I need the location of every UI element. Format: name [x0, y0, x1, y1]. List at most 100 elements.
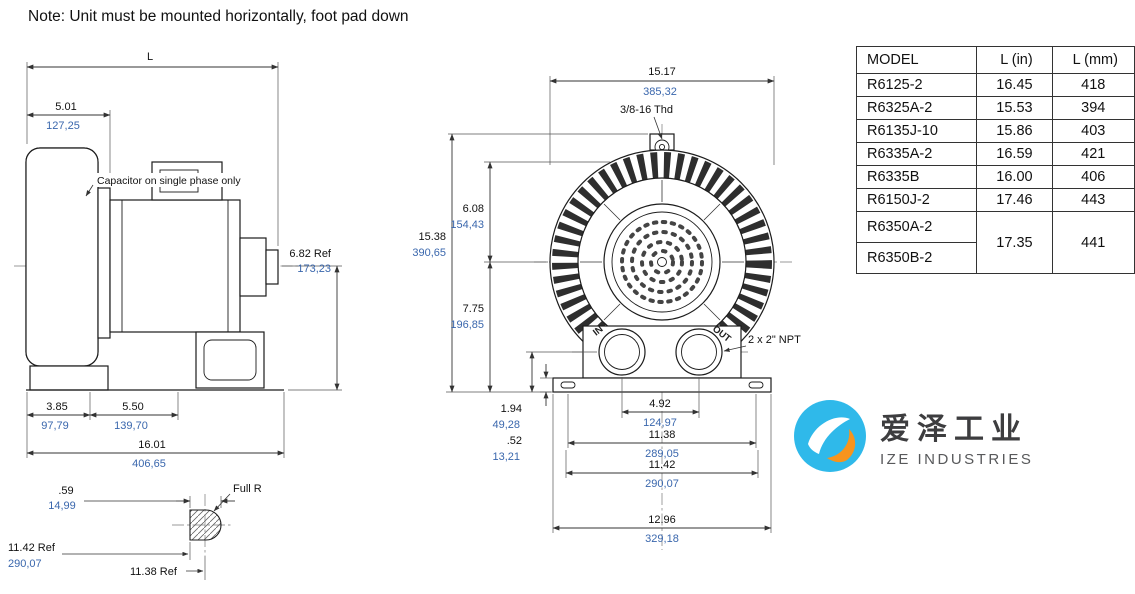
dim-12-96-mm: 329,18 [645, 533, 679, 545]
table-row: R6150J-2 17.46 443 [855, 188, 1135, 212]
table-row: R6335A-2 16.59 421 [855, 142, 1135, 166]
header-model: MODEL [855, 46, 978, 74]
logo-circle [794, 400, 866, 472]
dim-4-92-in: 4.92 [649, 398, 670, 410]
model-cell: R6350A-2 [855, 211, 978, 243]
mounting-slot-left [560, 381, 576, 389]
npt-label: 2 x 2" NPT [748, 334, 801, 346]
dim-0-52-mm: 13,21 [492, 451, 520, 463]
table-header-row: MODEL L (in) L (mm) [855, 46, 1135, 74]
mounting-note: Note: Unit must be mounted horizontally,… [28, 8, 409, 25]
dim-11-38-in: 11.38 [649, 429, 676, 441]
model-cell: R6350B-2 [855, 242, 978, 274]
table-row: R6350B-2 [855, 242, 1135, 274]
dim-0-59-in: .59 [58, 485, 73, 497]
dim-0-52-in: .52 [507, 435, 522, 447]
housing-ribs [580, 180, 744, 321]
ref-11-42-mm: 290,07 [8, 558, 42, 570]
dim-1-94-mm: 49,28 [492, 419, 520, 431]
l-mm-cell: 418 [1051, 73, 1135, 97]
l-in-cell: 15.86 [976, 119, 1053, 143]
logo-accent [827, 429, 856, 463]
dim-7-75-in: 7.75 [463, 303, 484, 315]
l-in-cell: 16.45 [976, 73, 1053, 97]
model-cell: R6335A-2 [855, 142, 978, 166]
dim-15-38-mm: 390,65 [412, 247, 446, 259]
ize-logo: 爱泽工业 IZE INDUSTRIES [792, 398, 1033, 474]
guard-holes [620, 220, 704, 304]
dim-5-01-in: 5.01 [55, 101, 76, 113]
dim-6-08-mm: 154,43 [450, 219, 484, 231]
header-l-in: L (in) [976, 46, 1053, 74]
model-cell: R6325A-2 [855, 96, 978, 120]
dim-3-85-in: 3.85 [46, 401, 67, 413]
l-mm-cell: 394 [1051, 96, 1135, 120]
foot-pad [29, 365, 109, 391]
foot-slot-detail: .59 14,99 Full R 11.42 Ref 290,07 11.38 … [8, 483, 262, 580]
mounting-slot-right [748, 381, 764, 389]
ize-logo-mark [794, 400, 866, 472]
logo-english-name: IZE INDUSTRIES [880, 451, 1034, 468]
l-mm-cell: 406 [1051, 165, 1135, 189]
model-length-table: MODEL L (in) L (mm) R6125-2 16.45 418 R6… [855, 46, 1135, 274]
l-mm-cell: 443 [1051, 188, 1135, 212]
side-view-dimensions: L 5.01 127,25 Capacitor on single phase … [26, 51, 342, 470]
dim-15-38-in: 15.38 [418, 231, 446, 243]
motor-flange [97, 187, 111, 339]
logo-text: 爱泽工业 IZE INDUSTRIES [880, 404, 1033, 468]
l-mm-cell: 421 [1051, 142, 1135, 166]
dim-6-82-mm: 173,23 [297, 263, 331, 275]
logo-chinese-name: 爱泽工业 [880, 413, 1028, 446]
front-view-dimensions: 3/8-16 Thd 2 x 2" NPT 15.17 385,32 15.38… [412, 66, 801, 545]
dim-1-94-in: 1.94 [501, 403, 522, 415]
model-cell: R6135J-10 [855, 119, 978, 143]
table-row: R6335B 16.00 406 [855, 165, 1135, 189]
l-in-cell: 16.00 [976, 165, 1053, 189]
dim-16-01-in: 16.01 [138, 439, 166, 451]
model-cell: R6125-2 [855, 73, 978, 97]
dim-L-label: L [147, 51, 153, 63]
dim-6-08-in: 6.08 [463, 203, 484, 215]
dim-4-92-mm: 124,97 [643, 417, 677, 429]
dim-6-82-in: 6.82 Ref [289, 248, 332, 260]
dim-15-17-in: 15.17 [648, 66, 676, 78]
motor-body [109, 199, 241, 333]
l-in-cell: 17.46 [976, 188, 1053, 212]
front-view: IN OUT [534, 124, 792, 550]
shaft-cap [265, 249, 279, 285]
dim-0-59-mm: 14,99 [48, 500, 76, 512]
dim-16-01-mm: 406,65 [132, 458, 166, 470]
dim-15-17-mm: 385,32 [643, 86, 677, 98]
table-row: R6135J-10 15.86 403 [855, 119, 1135, 143]
dim-12-96-in: 12.96 [648, 514, 676, 526]
logo-swoosh [808, 417, 850, 454]
table-row: R6350A-2 17.35 441 [855, 211, 1135, 274]
capacitor-note: Capacitor on single phase only [97, 175, 241, 187]
foot-slot-section [189, 509, 222, 541]
dim-5-50-mm: 139,70 [114, 420, 148, 432]
base-plate [552, 377, 772, 393]
table-row: R6125-2 16.45 418 [855, 73, 1135, 97]
l-mm-cell: 403 [1051, 119, 1135, 143]
model-cell: R6335B [855, 165, 978, 189]
l-in-cell: 15.53 [976, 96, 1053, 120]
motor-end-bell [239, 237, 267, 297]
model-cell: R6150J-2 [855, 188, 978, 212]
dim-11-42-mm: 290,07 [645, 478, 679, 490]
full-r-label: Full R [233, 483, 262, 495]
dim-5-50-in: 5.50 [122, 401, 143, 413]
table-row: R6325A-2 15.53 394 [855, 96, 1135, 120]
ref-11-38-label: 11.38 Ref [130, 566, 178, 578]
ref-11-42-in: 11.42 Ref [8, 542, 56, 554]
dim-5-01-mm: 127,25 [46, 120, 80, 132]
l-in-cell: 16.59 [976, 142, 1053, 166]
header-l-mm: L (mm) [1051, 46, 1135, 74]
l-mm-cell-merged: 441 [1051, 211, 1135, 274]
dim-7-75-mm: 196,85 [450, 319, 484, 331]
side-view [14, 147, 300, 391]
l-in-cell-merged: 17.35 [976, 211, 1053, 274]
dim-11-38-mm: 289,05 [645, 448, 679, 460]
thread-label: 3/8-16 Thd [620, 104, 673, 116]
